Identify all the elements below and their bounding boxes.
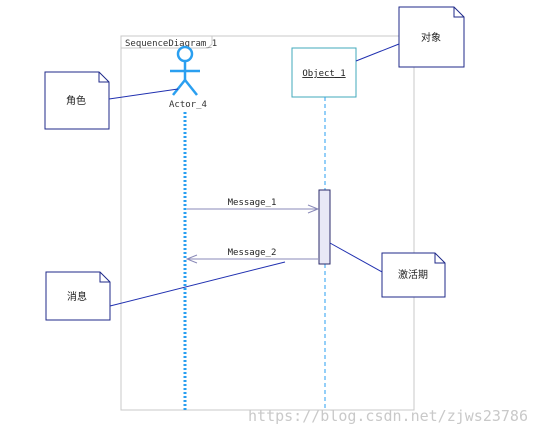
- actor-name: Actor_4: [169, 100, 207, 110]
- note-object-connector: [355, 43, 400, 62]
- activation-bar[interactable]: [318, 189, 331, 265]
- watermark-text: https://blog.csdn.net/zjws23786: [248, 407, 528, 425]
- note-message[interactable]: 消息: [45, 271, 111, 321]
- note-activation-text: 激活期: [398, 268, 428, 281]
- message-1-label: Message_1: [228, 198, 277, 208]
- object-box[interactable]: [291, 47, 357, 98]
- message-2-label: Message_2: [228, 248, 277, 258]
- frame-title-tab: [121, 36, 213, 49]
- note-actor[interactable]: 角色: [44, 71, 110, 130]
- note-actor-connector: [108, 88, 179, 100]
- note-actor-text: 角色: [66, 94, 86, 107]
- object-name: Object_1: [302, 69, 345, 79]
- note-object-text: 对象: [421, 31, 441, 44]
- note-activation-connector: [329, 242, 383, 273]
- note-activation[interactable]: 激活期: [381, 252, 446, 298]
- note-object[interactable]: 对象: [398, 6, 465, 68]
- frame-title: SequenceDiagram_1: [125, 39, 217, 49]
- actor-icon[interactable]: [170, 45, 200, 96]
- note-message-text: 消息: [67, 290, 87, 303]
- diagram-frame[interactable]: [120, 35, 415, 411]
- note-message-connector: [109, 261, 286, 307]
